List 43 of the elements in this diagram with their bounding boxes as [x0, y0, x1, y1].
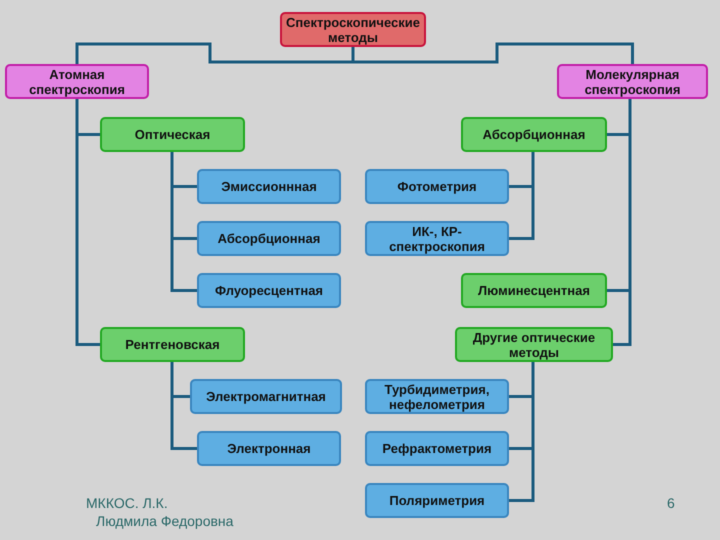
node-label: Молекулярная спектроскопия: [584, 66, 682, 96]
slide-number: 6: [667, 495, 675, 511]
method-box: [190, 379, 342, 414]
method-box: [197, 431, 341, 466]
node-label: Турбидиметрия, нефелометрия: [384, 382, 490, 412]
method-box: [197, 169, 341, 204]
node-label: Эмиссионнная: [221, 179, 317, 194]
node-label: Спектроскопические методы: [285, 14, 421, 44]
method-box: [197, 221, 341, 256]
connector-line: [352, 42, 634, 64]
method-box: [365, 221, 509, 256]
connector-line: [76, 99, 100, 346]
method-box: [365, 431, 509, 466]
node-label: Рефрактометрия: [382, 441, 492, 456]
category-box: [5, 64, 149, 99]
node-label: Другие оптические методы: [472, 330, 596, 360]
method-box: [365, 483, 509, 518]
node-label: Электромагнитная: [206, 389, 326, 404]
classification-root-box: [280, 12, 426, 47]
connector-line: [76, 42, 354, 64]
node-label: Флуоресцентная: [214, 283, 324, 298]
footer-author-text: Людмила Федоровна: [96, 513, 234, 529]
subcategory-box: [455, 327, 613, 362]
method-box: [365, 379, 509, 414]
node-label: Рентгеновская: [125, 337, 220, 352]
subcategory-box: [100, 327, 245, 362]
category-box: [557, 64, 708, 99]
subcategory-box: [461, 273, 607, 308]
node-label: ИК-, КР-спектроскопия: [388, 224, 486, 254]
node-label: Поляриметрия: [389, 493, 485, 508]
node-label: Атомная спектроскопия: [28, 66, 126, 96]
node-label: Оптическая: [134, 127, 210, 142]
node-label: Люминесцентная: [478, 283, 590, 298]
node-label: Фотометрия: [397, 179, 477, 194]
method-box: [197, 273, 341, 308]
node-label: Электронная: [227, 441, 311, 456]
node-label: Абсорбционная: [218, 231, 320, 246]
footer-author-text: МККОС. Л.К.: [86, 495, 168, 511]
node-label: Абсорбционная: [482, 127, 586, 142]
subcategory-box: [100, 117, 245, 152]
connector-line: [613, 99, 632, 346]
subcategory-box: [461, 117, 607, 152]
method-box: [365, 169, 509, 204]
